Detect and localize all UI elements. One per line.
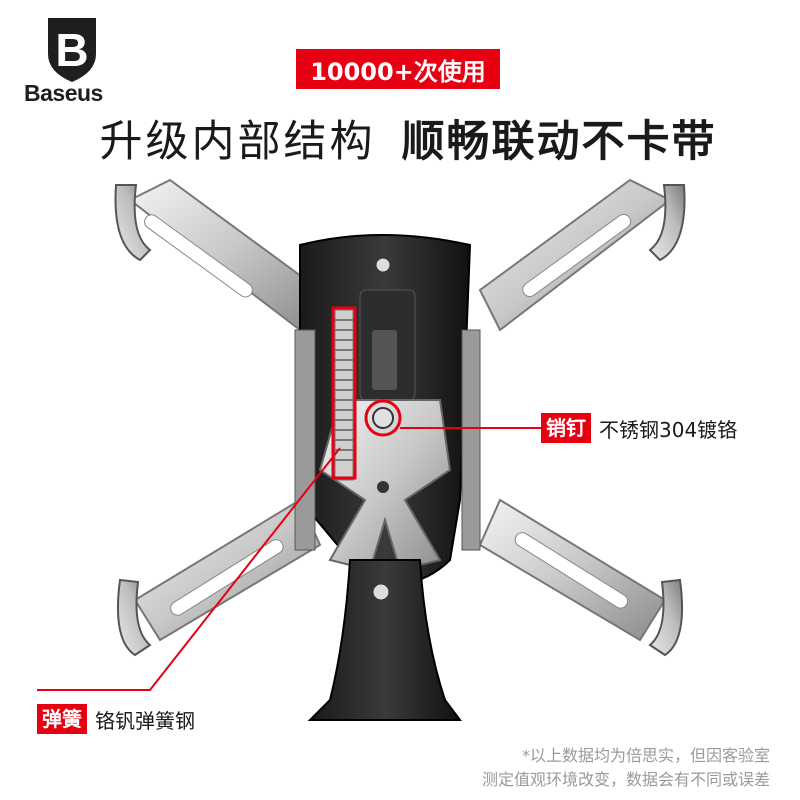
upper-left-arm (114, 178, 322, 332)
headline-part2: 顺畅联动不卡带 (401, 117, 717, 167)
lower-left-arm (116, 498, 322, 657)
headline: 升级内部结构 顺畅联动不卡带 (98, 108, 718, 168)
baseus-logo: B (48, 18, 96, 82)
spring-desc: 铬钒弹簧钢 (95, 708, 195, 733)
upper-right-arm (478, 178, 686, 332)
spring-highlight (331, 306, 357, 480)
pin-tag: 销钉 (541, 413, 591, 443)
brand-name: Baseus (24, 80, 103, 106)
pin-desc: 不锈钢304镀铬 (599, 417, 738, 442)
logo-letter: B (55, 24, 88, 76)
disclaimer-line1: *以上数据均为倍思实，但因客验室 (521, 746, 770, 765)
headline-part1: 升级内部结构 (99, 117, 376, 167)
pin-highlight (364, 399, 402, 437)
logo-shield-icon (48, 18, 96, 82)
linkage-pin-icon (377, 481, 389, 493)
pin-callout: 销钉 不锈钢304镀铬 (541, 413, 737, 443)
disclaimer: *以上数据均为倍思实，但因客验室 测定值观环境改变，数据会有不同或误差 (450, 744, 770, 792)
pin-screw-icon (372, 407, 394, 429)
lower-right-arm (478, 498, 684, 657)
mount-stem (307, 559, 462, 721)
spring-callout-line (37, 447, 341, 691)
top-screw-icon (375, 257, 391, 273)
spring-callout: 弹簧 铬钒弹簧钢 (37, 704, 195, 734)
spring (331, 306, 357, 481)
usage-badge: 10000+次使用 (296, 49, 500, 89)
disclaimer-line2: 测定值观环境改变，数据会有不同或误差 (481, 770, 770, 789)
spring-tag: 弹簧 (37, 704, 87, 734)
stem-screw-icon (372, 583, 390, 601)
